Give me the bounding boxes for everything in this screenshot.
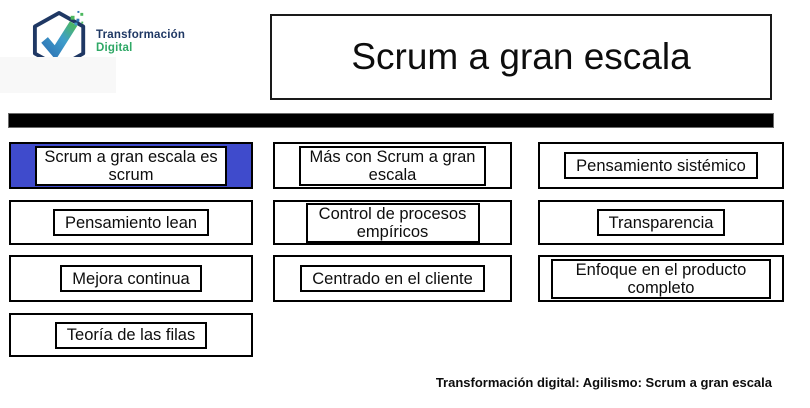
concept-box-inner: Pensamiento lean <box>52 209 210 236</box>
concept-box-inner: Scrum a gran escala es scrum <box>35 145 227 186</box>
logo-subtitle: Digital <box>96 42 133 54</box>
concept-box-enfoque-producto: Enfoque en el producto completo <box>538 255 784 302</box>
concept-label: Más con Scrum a gran escala <box>309 147 476 184</box>
concept-box-transparencia: Transparencia <box>538 200 784 245</box>
concept-box-mas-con-scrum: Más con Scrum a gran escala <box>273 142 512 189</box>
concept-box-control-procesos: Control de procesos empíricos <box>273 200 512 245</box>
concept-label: Pensamiento lean <box>64 213 198 232</box>
concept-label: Scrum a gran escala es scrum <box>44 147 218 184</box>
logo-backdrop <box>0 57 116 93</box>
concept-box-inner: Transparencia <box>596 209 726 236</box>
concept-box-pensamiento-lean: Pensamiento lean <box>9 200 253 245</box>
concept-label: Pensamiento sistémico <box>576 156 746 175</box>
concept-box-inner: Enfoque en el producto completo <box>551 258 771 299</box>
concept-box-centrado-cliente: Centrado en el cliente <box>273 255 512 302</box>
concept-box-inner: Teoría de las filas <box>54 321 208 349</box>
title-box: Scrum a gran escala <box>270 14 772 100</box>
concept-box-teoria-filas: Teoría de las filas <box>9 313 253 357</box>
concept-box-inner: Mejora continua <box>60 265 202 292</box>
concept-box-inner: Más con Scrum a gran escala <box>299 145 486 186</box>
page-title: Scrum a gran escala <box>351 36 691 77</box>
concept-label: Enfoque en el producto completo <box>575 260 747 297</box>
concept-label: Teoría de las filas <box>66 326 196 344</box>
concept-box-scrum-es-scrum: Scrum a gran escala es scrum <box>9 142 253 189</box>
concept-box-mejora-continua: Mejora continua <box>9 255 253 302</box>
concept-label: Transparencia <box>608 213 714 232</box>
logo-title: Transformación <box>96 29 186 41</box>
concept-label: Mejora continua <box>72 269 190 288</box>
concept-label: Control de procesos empíricos <box>318 204 467 241</box>
concept-box-inner: Control de procesos empíricos <box>305 202 480 243</box>
concept-box-pensamiento-sistemico: Pensamiento sistémico <box>538 142 784 189</box>
divider-bar <box>8 113 774 128</box>
footer-caption: Transformación digital: Agilismo: Scrum … <box>435 375 772 390</box>
concept-box-inner: Pensamiento sistémico <box>564 152 758 179</box>
concept-label: Centrado en el cliente <box>312 269 473 288</box>
transformacion-digital-logo: Transformación Digital <box>24 6 254 68</box>
concept-box-inner: Centrado en el cliente <box>300 265 485 292</box>
